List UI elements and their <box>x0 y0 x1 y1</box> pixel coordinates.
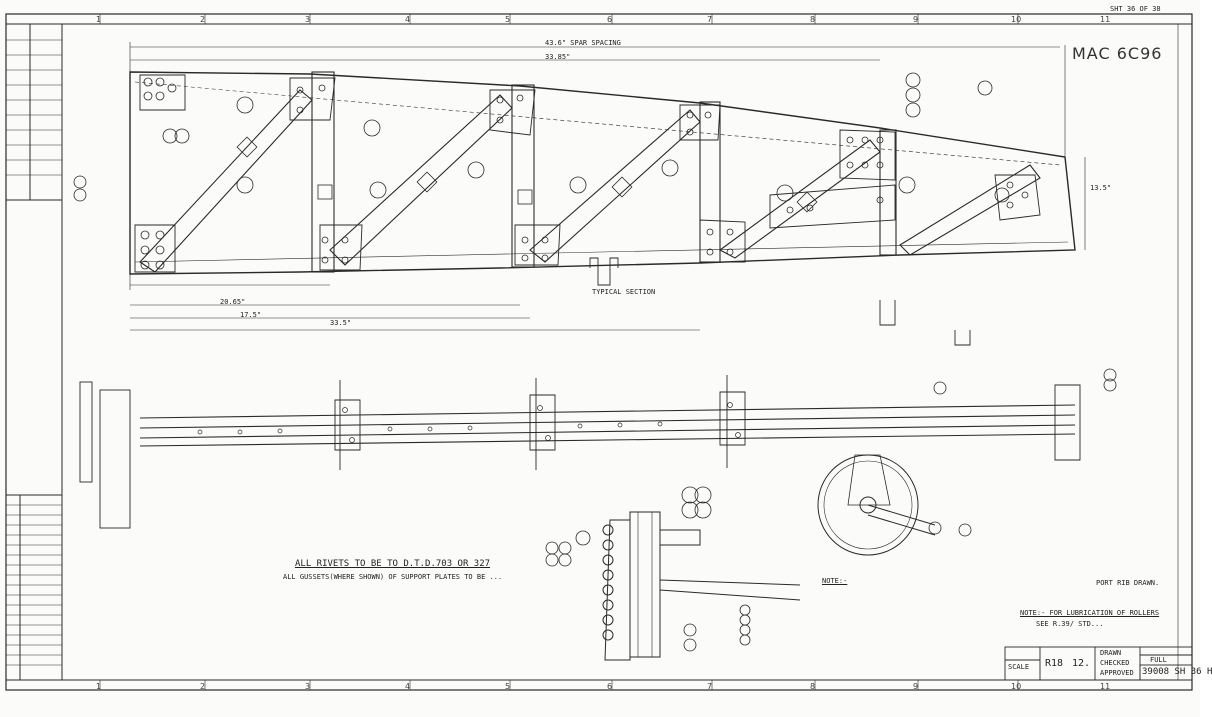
scale-label: SCALE <box>1008 663 1030 671</box>
grid-number-bottom: 2 <box>200 682 206 691</box>
grid-number-bottom: 1 <box>96 682 102 691</box>
grid-number-bottom: 3 <box>305 682 311 691</box>
gussets-note: ALL GUSSETS(WHERE SHOWN) OF SUPPORT PLAT… <box>283 573 503 581</box>
grid-number-top: 9 <box>913 15 919 24</box>
dimension-label: 33.85" <box>545 53 571 61</box>
grid-number-top: 5 <box>505 15 511 24</box>
handwritten-reference: MAC 6C96 <box>1072 44 1163 63</box>
rib-label: R18 <box>1045 658 1064 669</box>
dimension-label: 17.5" <box>240 311 262 319</box>
rib-number: 12. <box>1072 658 1091 669</box>
dimension-label: 33.5" <box>330 319 352 327</box>
grid-number-bottom: 11 <box>1100 682 1111 691</box>
scale-value: FULL <box>1150 656 1167 664</box>
grid-number-top: 8 <box>810 15 816 24</box>
grid-number-top: 10 <box>1011 15 1022 24</box>
grid-number-top: 11 <box>1100 15 1111 24</box>
grid-number-bottom: 6 <box>607 682 613 691</box>
grid-number-bottom: 5 <box>505 682 511 691</box>
grid-number-top: 1 <box>96 15 102 24</box>
grid-number-top: 6 <box>607 15 613 24</box>
grid-number-bottom: 4 <box>405 682 411 691</box>
main-note-heading: NOTE:- <box>822 577 848 585</box>
grid-number-top: 3 <box>305 15 311 24</box>
grid-number-bottom: 9 <box>913 682 919 691</box>
lubrication-note: NOTE:- FOR LUBRICATION OF ROLLERS <box>1020 609 1160 617</box>
dimension-label: 20.65" <box>220 298 246 306</box>
grid-number-top: 2 <box>200 15 206 24</box>
grid-number-top: 7 <box>707 15 713 24</box>
rivets-note: ALL RIVETS TO BE TO D.T.D.703 OR 327 <box>295 559 491 569</box>
drawn-label: DRAWN <box>1100 649 1122 657</box>
checked-label: CHECKED <box>1100 659 1130 667</box>
grid-number-bottom: 7 <box>707 682 713 691</box>
dimension-spar-spacing: 43.6" SPAR SPACING <box>545 39 621 47</box>
dimension-label: 13.5" <box>1090 184 1112 192</box>
port-rib-note: PORT RIB DRAWN. <box>1096 579 1160 587</box>
drawing-number: 39008 SH 36 H <box>1142 667 1212 677</box>
sheet-reference: SHT 36 OF 38 <box>1110 5 1161 13</box>
approved-label: APPROVED <box>1100 669 1134 677</box>
grid-number-bottom: 10 <box>1011 682 1022 691</box>
grid-number-top: 4 <box>405 15 411 24</box>
typical-section-label: TYPICAL SECTION <box>592 288 656 296</box>
lubrication-note-ref: SEE R.39/ STD... <box>1036 620 1104 628</box>
grid-number-bottom: 8 <box>810 682 816 691</box>
